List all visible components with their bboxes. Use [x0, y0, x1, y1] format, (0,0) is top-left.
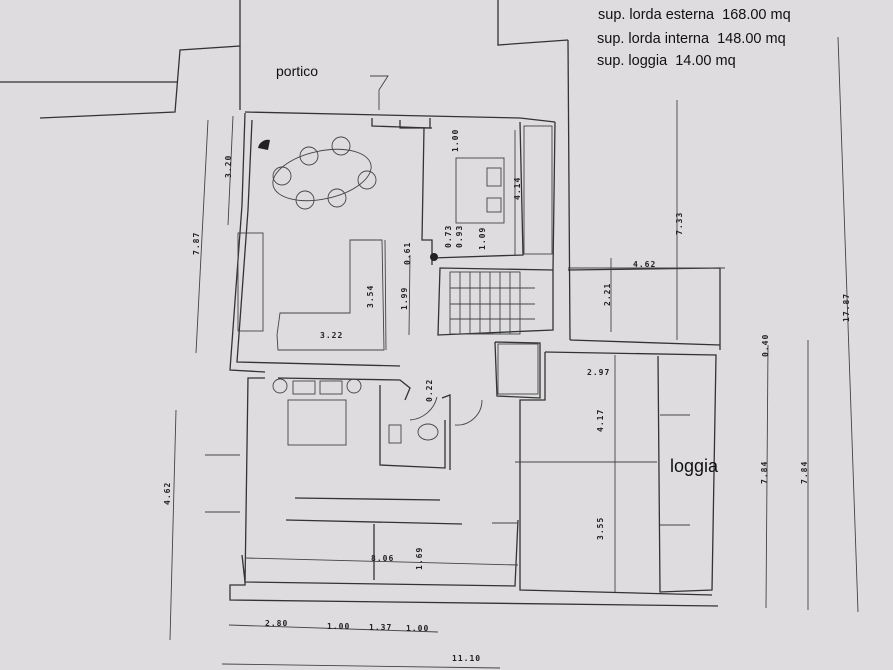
area-loggia: sup. loggia 14.00 mq [597, 53, 736, 69]
walls [205, 112, 721, 607]
dim-label: 3.20 [224, 155, 233, 178]
dim-label: 1.99 [400, 287, 409, 310]
dim-label: 0.40 [761, 334, 770, 357]
portico-outline [0, 0, 571, 341]
kitchen-island [455, 157, 505, 224]
dim-label: 4.62 [163, 482, 172, 505]
dim-label: 1.37 [369, 623, 392, 632]
dim-label: 2.21 [603, 283, 612, 306]
dim-label: 3.55 [596, 517, 605, 540]
area-lorda-esterna: sup. lorda esterna 168.00 mq [598, 7, 791, 23]
dim-label: 0.73 [444, 225, 453, 248]
dim-label: 4.14 [513, 177, 522, 200]
dim-label: 1.00 [451, 129, 460, 152]
dim-label: 7.87 [192, 232, 201, 255]
furniture [237, 125, 553, 446]
dim-label: 4.17 [596, 409, 605, 432]
toilet [417, 423, 439, 441]
dim-label: 0.22 [425, 379, 434, 402]
dim-label: 7.33 [675, 212, 684, 235]
area-label: sup. loggia [597, 53, 668, 69]
area-lorda-interna: sup. lorda interna 148.00 mq [597, 31, 786, 47]
dim-label: 0.61 [403, 242, 412, 265]
dim-label: 1.00 [327, 622, 350, 631]
dimension-lines [169, 36, 859, 669]
dim-label: 1.69 [415, 547, 424, 570]
area-value: 148.00 mq [717, 31, 786, 47]
dim-label: 17.87 [842, 293, 851, 322]
room-label-loggia: loggia [670, 456, 719, 476]
bed [287, 399, 347, 446]
fireplace-icon [258, 139, 270, 150]
dim-label: 2.97 [587, 368, 610, 377]
dim-label: 3.22 [320, 331, 343, 340]
area-label: sup. lorda esterna [598, 7, 715, 23]
dim-label: 1.00 [406, 624, 429, 633]
room-label-portico: portico [276, 63, 318, 79]
dim-label: 8.06 [371, 554, 394, 563]
dim-label: 0.93 [455, 225, 464, 248]
dim-label-overall-width: 11.10 [452, 654, 481, 663]
area-label: sup. lorda interna [597, 31, 710, 47]
area-value: 14.00 mq [675, 53, 736, 69]
dim-label: 3.54 [366, 285, 375, 308]
dim-label: 1.09 [478, 227, 487, 250]
staircase [449, 271, 535, 335]
dim-label: 7.84 [760, 461, 769, 484]
area-value: 168.00 mq [722, 7, 791, 23]
dim-label: 2.80 [265, 619, 288, 628]
dim-label: 4.62 [633, 260, 656, 269]
dim-label: 7.84 [800, 461, 809, 484]
dimension-values: 3.20 7.87 1.00 4.14 0.73 0.93 1.09 0.61 … [163, 129, 851, 663]
doors [409, 396, 483, 426]
